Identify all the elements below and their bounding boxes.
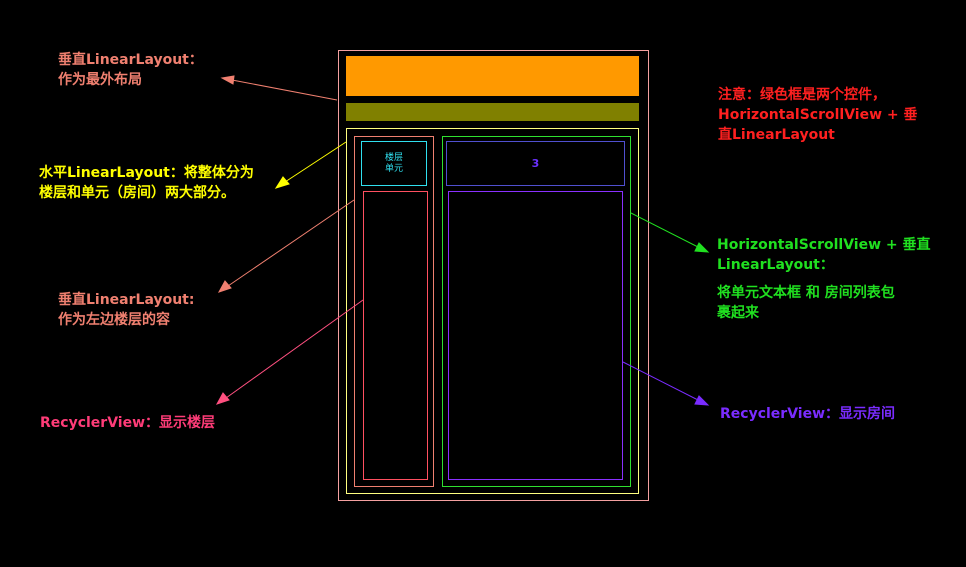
annotation-line: 垂直LinearLayout： [58,52,203,68]
annotation-line: 裹起来 [717,305,759,321]
room-recyclerview-box [448,191,623,480]
annotation-floor-recycler: RecyclerView：显示楼层 [40,413,215,433]
annotation-line: 垂直LinearLayout: [58,292,195,308]
annotation-line: 注意：绿色框是两个控件， [718,87,886,103]
annotation-line: LinearLayout： [717,257,834,273]
arrow-scroll-view [630,212,710,253]
arrow-left-container [217,199,355,293]
annotation-left-container: 垂直LinearLayout: 作为左边楼层的容 [58,290,194,330]
annotation-line: 作为左边楼层的容 [58,312,170,328]
annotation-line: RecyclerView：显示楼层 [40,415,216,431]
arrow-floor-recycler [215,299,364,405]
annotation-line: 将单元文本框 和 房间列表包 [717,285,895,301]
unit-number: 3 [531,157,540,170]
orange-toolbar-bar [346,56,639,96]
annotation-line: HorizontalScrollView + 垂直 [717,237,931,253]
annotation-note: 注意：绿色框是两个控件， HorizontalScrollView + 垂 直L… [718,85,918,145]
annotation-line: 直LinearLayout [718,127,835,143]
annotation-scroll-view: HorizontalScrollView + 垂直 LinearLayout： [717,235,931,275]
floor-recyclerview-box [363,191,428,480]
annotation-line: RecyclerView：显示房间 [720,406,896,422]
annotation-scroll-view-desc: 将单元文本框 和 房间列表包 裹起来 [717,283,895,323]
annotation-room-recycler: RecyclerView：显示房间 [720,404,895,424]
outer-vertical-linearlayout [338,50,649,501]
annotation-line: 水平LinearLayout：将整体分为 [39,165,254,181]
unit-number-box: 3 [446,141,625,186]
unit-label: 单元 [384,163,403,174]
annotation-line: 作为最外布局 [58,72,142,88]
floor-label: 楼层 [384,152,403,163]
floor-unit-label-box: 楼层 单元 [361,141,427,186]
annotation-horizontal-layout: 水平LinearLayout：将整体分为 楼层和单元（房间）两大部分。 [39,163,254,203]
arrow-horizontal-layout [274,141,347,189]
left-vertical-linearlayout [354,136,434,487]
horizontal-linearlayout-frame [346,128,639,494]
olive-title-bar [346,103,639,121]
green-scrollview-frame [442,136,631,487]
arrow-outer-layout [220,75,338,101]
annotation-line: 楼层和单元（房间）两大部分。 [39,185,235,201]
annotation-outer-layout: 垂直LinearLayout： 作为最外布局 [58,50,203,90]
annotation-line: HorizontalScrollView + 垂 [718,107,918,123]
arrow-room-recycler [622,361,710,406]
